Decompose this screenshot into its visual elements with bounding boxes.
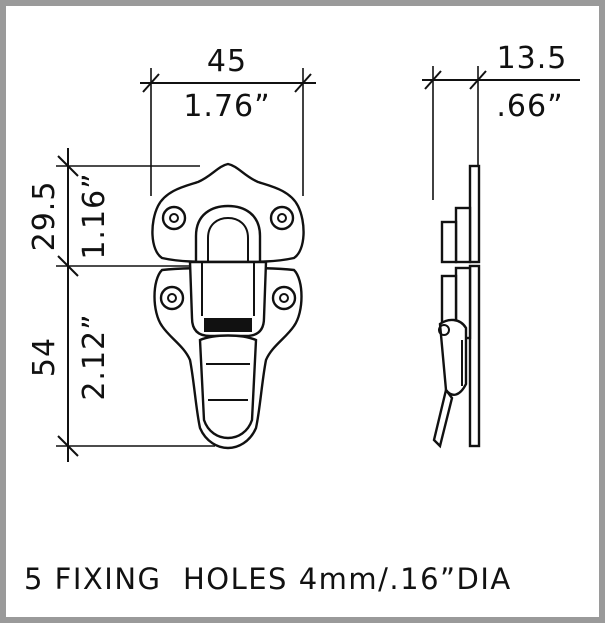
latch-side-view: [432, 164, 481, 449]
width-mm-label: 45: [207, 44, 247, 79]
fixing-holes-caption: 5 FIXING HOLES 4mm/.16”DIA: [24, 562, 512, 596]
height-dimension: 29.5 1.16” 54 2.12”: [27, 148, 215, 462]
latch-hook: [194, 204, 262, 264]
width-dimension: 45 1.76”: [140, 44, 316, 196]
fixing-holes: [159, 205, 297, 311]
depth-dimension: 13.5 .66”: [422, 41, 580, 200]
lower-in-label: 2.12”: [77, 313, 112, 400]
upper-in-label: 1.16”: [77, 172, 112, 259]
lever-hinge: [204, 318, 252, 332]
width-in-label: 1.76”: [183, 89, 270, 124]
latch-front-view: [151, 162, 305, 450]
caption-part-1: 5 FIXING: [24, 562, 162, 596]
caption-part-2: HOLES: [182, 562, 288, 596]
lower-mm-label: 54: [27, 337, 62, 377]
caption-part-3: 4mm/.16”DIA: [298, 562, 512, 596]
depth-in-label: .66”: [496, 89, 563, 124]
upper-mm-label: 29.5: [27, 181, 62, 252]
depth-mm-label: 13.5: [497, 41, 568, 76]
